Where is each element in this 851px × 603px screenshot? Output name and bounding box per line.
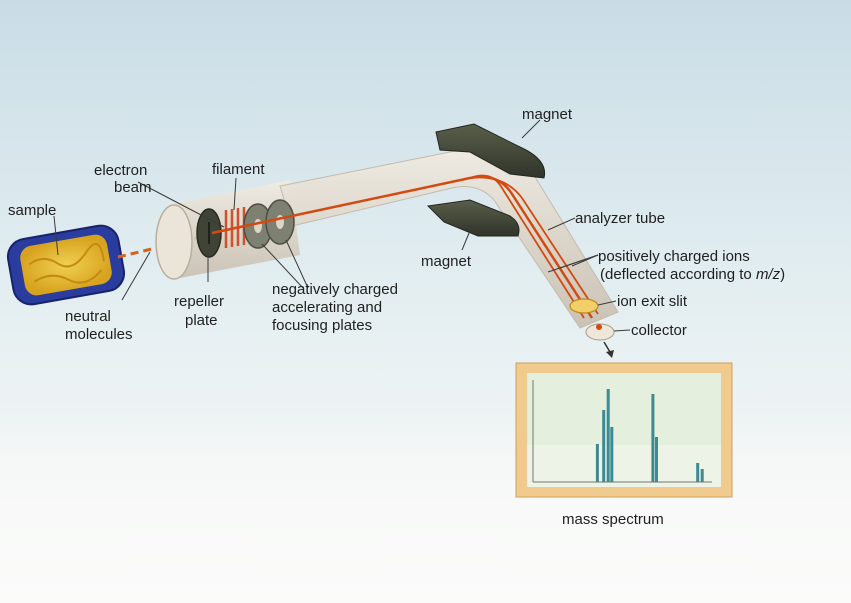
accelerating-plates xyxy=(243,199,295,249)
label-collector: collector xyxy=(631,322,687,339)
label-analyzer-tube: analyzer tube xyxy=(575,210,665,227)
spectrum-peak-7 xyxy=(696,463,700,482)
label-magnet-top: magnet xyxy=(522,106,573,123)
spectrum-peak-5 xyxy=(651,394,655,482)
label-accel-line3: focusing plates xyxy=(272,317,372,334)
label-magnet-bottom: magnet xyxy=(421,253,472,270)
spectrum-peak-4 xyxy=(610,427,614,482)
ion-beam xyxy=(211,174,599,319)
label-ions-line2: (deflected according to m/z) xyxy=(600,266,785,283)
label-repeller-line1: repeller xyxy=(174,293,224,310)
labels: sample neutral molecules electron beam f… xyxy=(8,106,785,528)
spectrum-peak-1 xyxy=(595,444,599,482)
sample-capsule xyxy=(6,224,126,306)
ion-exit-slit xyxy=(569,298,599,314)
label-electron-beam-line1: electron xyxy=(94,162,147,179)
spectrum-peak-2 xyxy=(602,410,606,482)
spectrum-peaks xyxy=(595,389,704,482)
repeller-plate xyxy=(196,208,222,258)
label-ion-exit-slit: ion exit slit xyxy=(617,293,688,310)
label-repeller-line2: plate xyxy=(185,312,218,329)
label-ions-line1: positively charged ions xyxy=(598,248,750,265)
label-accel-line1: negatively charged xyxy=(272,281,398,298)
collector-arrow xyxy=(603,341,614,358)
label-neutral-line2: molecules xyxy=(65,326,133,343)
magnet-top xyxy=(435,123,546,179)
leader-lines xyxy=(53,119,631,332)
label-neutral-line1: neutral xyxy=(65,308,111,325)
spectrum-peak-6 xyxy=(655,437,658,482)
mass-spectrum-panel xyxy=(515,362,733,498)
label-electron-beam-line2: beam xyxy=(114,179,152,196)
magnet-bottom xyxy=(426,199,520,237)
label-mass-spectrum: mass spectrum xyxy=(562,511,664,528)
label-accel-line2: accelerating and xyxy=(272,299,382,316)
collector xyxy=(585,323,615,341)
spectrum-peak-3 xyxy=(606,389,610,482)
label-sample: sample xyxy=(8,202,56,219)
spectrum-peak-8 xyxy=(700,469,704,482)
label-filament: filament xyxy=(212,161,265,178)
